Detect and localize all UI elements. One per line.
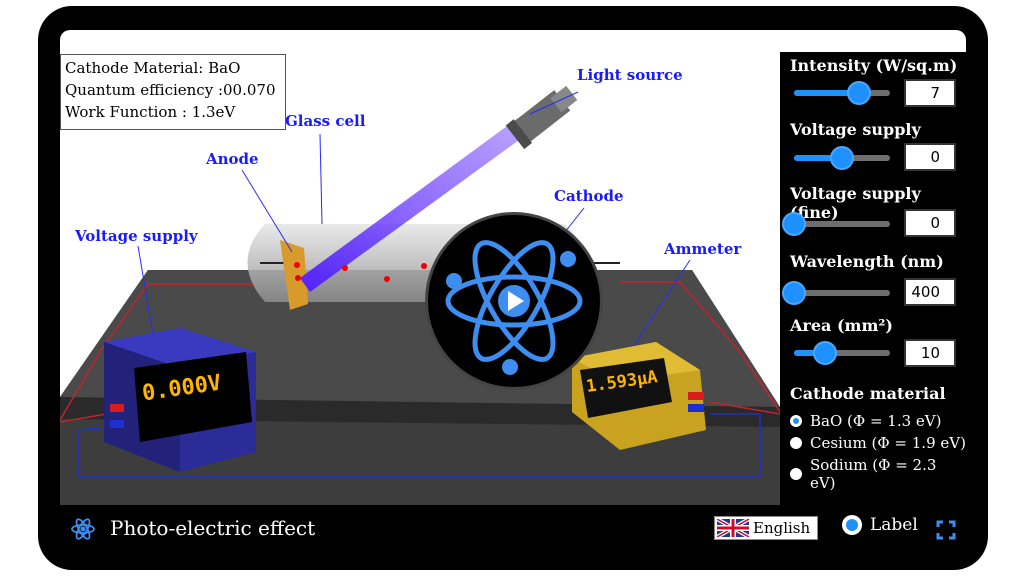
wire-blue (77, 413, 761, 477)
pointer-anode (241, 169, 293, 253)
electron (342, 265, 348, 271)
radio-dot[interactable] (790, 415, 802, 427)
anode-plate (280, 240, 308, 310)
fullscreen-icon[interactable] (936, 520, 956, 540)
radio-dot[interactable] (790, 437, 802, 449)
light-source (505, 85, 578, 150)
radio-cesium-label: Cesium (Φ = 1.9 eV) (810, 434, 966, 452)
radio-bao-label: BaO (Φ = 1.3 eV) (810, 412, 942, 430)
radio-cesium[interactable]: Cesium (Φ = 1.9 eV) (790, 434, 966, 452)
wire-red-right (620, 281, 780, 413)
language-label: English (753, 519, 811, 537)
footer-bar: Photo-electric effect English Label (60, 505, 966, 551)
slider-thumb[interactable] (812, 341, 837, 365)
play-overlay-button[interactable] (425, 212, 603, 390)
label-voltage-supply: Voltage supply (75, 227, 198, 245)
voltage-label: Voltage supply (790, 120, 921, 139)
app-title: Photo-electric effect (110, 516, 316, 540)
cathode-material-title: Cathode material (790, 384, 946, 403)
intensity-slider[interactable] (794, 81, 890, 105)
radio-sodium-label: Sodium (Φ = 2.3 eV) (809, 456, 937, 492)
control-panel: Intensity (W/sq.m) 7 Voltage supply 0 Vo… (780, 52, 966, 505)
voltage-input[interactable]: 0 (904, 143, 956, 171)
electron (294, 262, 300, 268)
top-strip (60, 30, 966, 52)
radio-bao[interactable]: BaO (Φ = 1.3 eV) (790, 412, 941, 430)
label-ammeter: Ammeter (664, 240, 742, 258)
slider-thumb[interactable] (830, 146, 854, 170)
label-glass-cell: Glass cell (285, 112, 366, 130)
wire-red-left (60, 283, 260, 421)
wire-red-amm (709, 401, 780, 415)
electron (384, 276, 390, 282)
label-toggle-text: Label (870, 515, 918, 535)
wavelength-slider[interactable] (782, 281, 890, 305)
info-quantum-efficiency: Quantum efficiency :00.070 (65, 81, 276, 99)
info-cathode-material: Cathode Material: BaO (65, 59, 241, 77)
info-work-function: Work Function : 1.3eV (65, 103, 236, 121)
slider-thumb[interactable] (782, 281, 806, 305)
slider-thumb[interactable] (847, 81, 872, 105)
area-slider[interactable] (794, 341, 890, 365)
wavelength-label: Wavelength (nm) (790, 252, 944, 271)
intensity-input[interactable]: 7 (904, 79, 956, 107)
pointer-glass-cell (319, 133, 323, 225)
label-light-source: Light source (577, 66, 683, 84)
toggle-knob[interactable] (842, 515, 862, 535)
ammeter (572, 342, 706, 450)
voltage-slider[interactable] (794, 146, 890, 170)
area-label: Area (mm²) (790, 316, 893, 335)
pointer-light-source (529, 91, 579, 115)
language-selector[interactable]: English (714, 516, 818, 540)
label-cathode: Cathode (554, 187, 624, 205)
area-input[interactable]: 10 (904, 339, 956, 367)
electron (421, 263, 427, 269)
wavelength-input[interactable]: 400 (904, 278, 956, 306)
light-beam (300, 118, 530, 292)
voltmeter (104, 328, 256, 472)
atom-icon (445, 240, 583, 375)
label-toggle[interactable]: Label (842, 515, 918, 535)
atom-logo-icon (71, 518, 95, 540)
label-anode: Anode (206, 150, 259, 168)
pointer-ammeter (625, 259, 691, 359)
radio-dot[interactable] (790, 468, 802, 480)
intensity-label: Intensity (W/sq.m) (790, 56, 958, 75)
pointer-cathode (564, 207, 585, 233)
voltage-fine-input[interactable]: 0 (904, 209, 956, 237)
voltage-fine-slider[interactable] (782, 212, 890, 236)
radio-sodium[interactable]: Sodium (Φ = 2.3 eV) (790, 456, 966, 492)
slider-thumb[interactable] (782, 212, 806, 236)
electron (295, 275, 301, 281)
uk-flag-icon (717, 519, 749, 537)
info-box: Cathode Material: BaO Quantum efficiency… (60, 54, 286, 130)
